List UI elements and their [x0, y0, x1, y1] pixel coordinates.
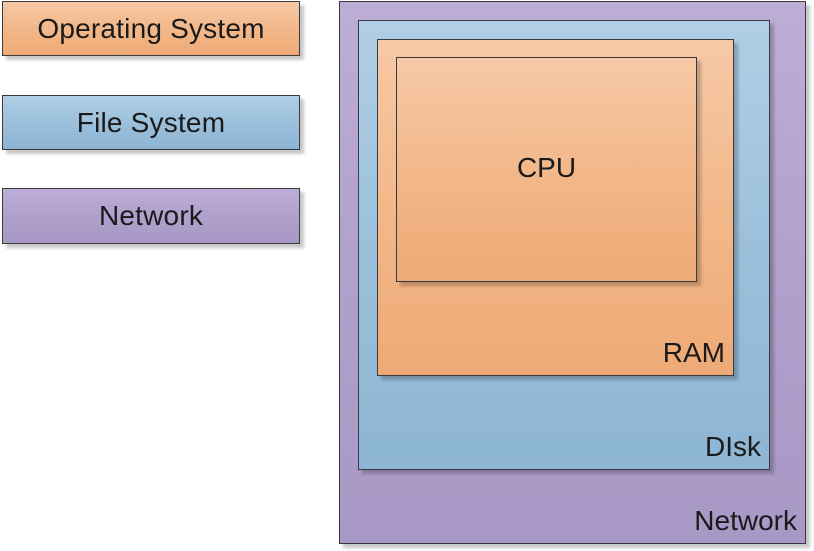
disk-box: DIsk RAM CPU — [358, 20, 770, 470]
cpu-label: CPU — [516, 152, 577, 183]
legend-operating-system-label: Operating System — [37, 12, 265, 44]
legend-network: Network — [2, 188, 300, 244]
legend-file-system: File System — [2, 95, 300, 150]
legend-operating-system: Operating System — [2, 1, 300, 56]
legend-network-label: Network — [98, 200, 204, 231]
ram-label: RAM — [662, 337, 725, 368]
disk-label: DIsk — [705, 431, 761, 462]
network-box: Network DIsk RAM CPU — [339, 1, 806, 544]
cpu-box: CPU — [396, 57, 697, 282]
ram-box: RAM CPU — [377, 39, 734, 376]
legend-file-system-label: File System — [76, 106, 226, 138]
network-label: Network — [694, 505, 797, 536]
